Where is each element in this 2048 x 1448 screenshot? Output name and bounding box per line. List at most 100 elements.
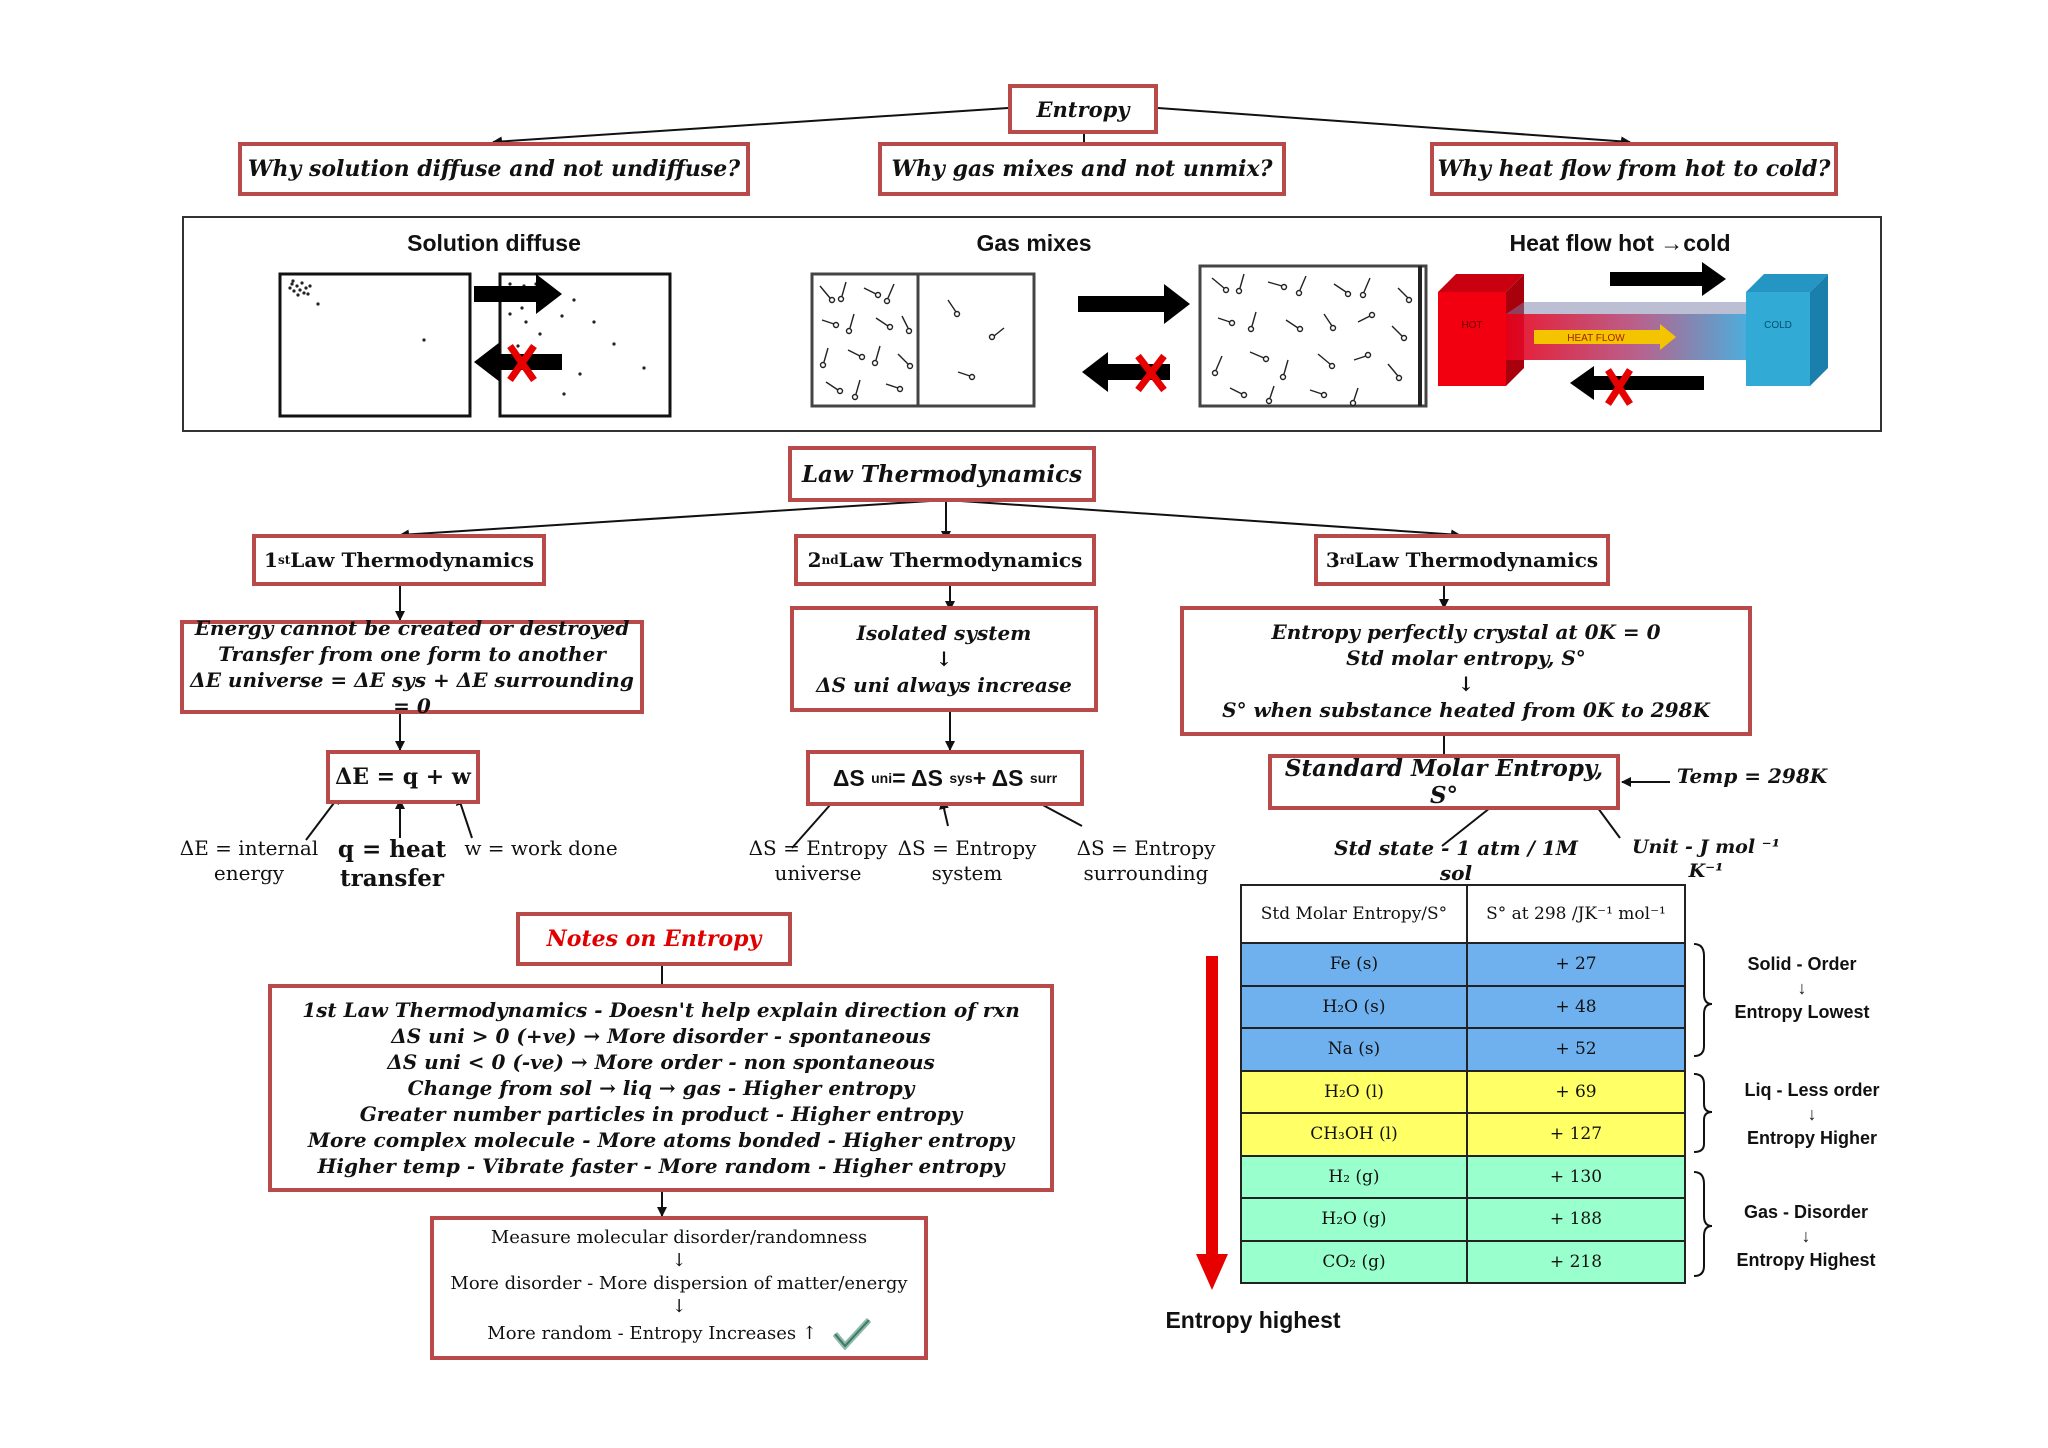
- entropy-surrounding-label: ΔS = Entropy surrounding: [1046, 836, 1246, 886]
- second-law-title: Law Thermodynamics: [838, 548, 1083, 572]
- entropy-universe-label: ΔS = Entropy universe: [718, 836, 918, 886]
- table-row: H₂ (g)+ 130: [1240, 1154, 1687, 1199]
- first-law-line-2: Transfer from one form to another: [218, 642, 606, 666]
- second-law-sup: nd: [821, 553, 839, 567]
- first-law-description: Energy cannot be created or destroyed Tr…: [180, 616, 644, 718]
- substance-cell: Fe (s): [1240, 942, 1468, 987]
- value-cell: + 69: [1465, 1069, 1687, 1114]
- value-cell: + 52: [1465, 1027, 1687, 1072]
- second-law-line-2: ΔS uni always increase: [816, 673, 1072, 697]
- notes-line-7: Higher temp - Vibrate faster - More rand…: [317, 1154, 1005, 1178]
- notes-line-4: Change from sol → liq → gas - Higher ent…: [407, 1076, 915, 1100]
- internal-energy-line-1: ΔE = internal: [179, 836, 319, 860]
- standard-molar-entropy-box: Standard Molar Entropy, S°: [1268, 754, 1620, 810]
- third-law-sup: rd: [1339, 553, 1355, 567]
- value-cell: + 127: [1465, 1112, 1687, 1157]
- third-law-line-1: Entropy perfectly crystal at 0K = 0: [1271, 620, 1661, 644]
- definition-line-3: More random - Entropy Increases ↑: [487, 1317, 871, 1351]
- diffusion-arrows: [474, 274, 562, 383]
- solid-group-label: Solid - Order ↓ Entropy Lowest: [1712, 952, 1892, 1024]
- unit-label: Unit - J mol ⁻¹ K⁻¹: [1631, 836, 1781, 882]
- solid-arrow: ↓: [1797, 978, 1807, 998]
- hot-label: HOT: [1461, 320, 1482, 331]
- substance-cell: H₂O (s): [1240, 984, 1468, 1029]
- third-law-ord: 3: [1325, 548, 1340, 572]
- notes-line-2: ΔS uni > 0 (+ve) → More disorder - spont…: [391, 1024, 931, 1048]
- entropy-universe-line-1: ΔS = Entropy: [748, 836, 888, 860]
- table-row: CO₂ (g)+ 218: [1240, 1239, 1687, 1284]
- table-row: H₂O (g)+ 188: [1240, 1197, 1687, 1242]
- first-law-title: Law Thermodynamics: [290, 548, 534, 572]
- liquid-arrow: ↓: [1807, 1104, 1817, 1124]
- panel-title-gas: Gas mixes: [976, 230, 1092, 256]
- definition-arrow-2: ↓: [671, 1296, 687, 1317]
- eq-sub-sys: sys: [949, 770, 973, 786]
- entropy-universe-line-2: universe: [774, 861, 862, 885]
- entropy-system-label: ΔS = Entropy system: [872, 836, 1062, 886]
- entropy-surrounding-line-1: ΔS = Entropy: [1076, 836, 1216, 860]
- connector: [492, 107, 1009, 147]
- entropy-system-line-1: ΔS = Entropy: [897, 836, 1037, 860]
- third-law-line-2: Std molar entropy, S°: [1346, 646, 1586, 670]
- gas-line-1: Gas - Disorder: [1743, 1202, 1869, 1222]
- value-cell: + 130: [1465, 1154, 1687, 1199]
- liquid-line-2: Entropy Higher: [1746, 1128, 1877, 1148]
- brace: [1693, 1171, 1713, 1277]
- second-law-ord: 2: [807, 548, 822, 572]
- std-state-label: Std state - 1 atm / 1M sol: [1334, 836, 1578, 885]
- gas-group-label: Gas - Disorder ↓ Entropy Highest: [1716, 1200, 1896, 1272]
- connector: [399, 499, 947, 540]
- liquid-group-label: Liq - Less order ↓ Entropy Higher: [1722, 1078, 1902, 1150]
- gas-mix-illustration: [810, 264, 1428, 408]
- entropy-root-box: Entropy: [1008, 84, 1158, 134]
- work-done-label: w = work done: [464, 836, 618, 860]
- substance-cell: CH₃OH (l): [1240, 1112, 1468, 1157]
- eq-sub-uni: uni: [871, 770, 893, 786]
- notes-box: 1st Law Thermodynamics - Doesn't help ex…: [268, 984, 1054, 1192]
- gas-arrow: ↓: [1801, 1226, 1811, 1246]
- first-law-sup: st: [277, 553, 291, 567]
- value-cell: + 188: [1465, 1197, 1687, 1242]
- entropy-definition-box: Measure molecular disorder/randomness ↓ …: [430, 1216, 928, 1360]
- substance-cell: CO₂ (g): [1240, 1239, 1468, 1284]
- cold-label: COLD: [1764, 320, 1792, 331]
- definition-line-3-text: More random - Entropy Increases ↑: [487, 1323, 817, 1344]
- notes-line-1: 1st Law Thermodynamics - Doesn't help ex…: [302, 998, 1020, 1022]
- internal-energy-label: ΔE = internal energy: [164, 836, 334, 886]
- substance-cell: H₂O (g): [1240, 1197, 1468, 1242]
- solid-line-1: Solid - Order: [1747, 954, 1857, 974]
- third-law-description: Entropy perfectly crystal at 0K = 0 Std …: [1180, 606, 1752, 736]
- brace: [1693, 1073, 1713, 1153]
- first-law-ord: 1: [264, 548, 278, 572]
- heat-flow-label: HEAT FLOW: [1567, 333, 1625, 344]
- substance-cell: H₂O (l): [1240, 1069, 1468, 1114]
- table-row: Fe (s)+ 27: [1240, 942, 1687, 987]
- third-law-arrow: ↓: [1457, 672, 1475, 696]
- table-row: Na (s)+ 52: [1240, 1027, 1687, 1072]
- table-row: H₂O (s)+ 48: [1240, 984, 1687, 1029]
- heat-flow-illustration: HOT HEAT FLOW COLD: [1438, 262, 1828, 406]
- notes-line-5: Greater number particles in product - Hi…: [359, 1102, 963, 1126]
- second-law-description: Isolated system ↓ ΔS uni always increase: [790, 606, 1098, 712]
- table-header-substance: Std Molar Entropy/S°: [1240, 884, 1468, 944]
- standard-molar-entropy-table: Std Molar Entropy/S° S° at 298 /JK⁻¹ mol…: [1240, 884, 1687, 1284]
- question-diffuse-box: Why solution diffuse and not undiffuse?: [238, 142, 750, 196]
- table-header-value: S° at 298 /JK⁻¹ mol⁻¹: [1465, 884, 1687, 944]
- gas-line-2: Entropy Highest: [1736, 1250, 1876, 1270]
- table-row: CH₃OH (l)+ 127: [1240, 1112, 1687, 1157]
- solid-line-2: Entropy Lowest: [1734, 1002, 1870, 1022]
- notes-line-6: More complex molecule - More atoms bonde…: [307, 1128, 1015, 1152]
- first-law-equation: ΔE = q + w: [326, 750, 480, 804]
- heat-transfer-label: q = heat transfer: [334, 836, 450, 894]
- notes-title-box: Notes on Entropy: [516, 912, 792, 966]
- brace: [1693, 943, 1713, 1057]
- second-law-arrow: ↓: [935, 647, 953, 671]
- eq-ds-3: + ΔS: [972, 764, 1024, 791]
- entropy-system-line-2: system: [931, 861, 1003, 885]
- internal-energy-line-2: energy: [213, 861, 285, 885]
- panel-title-heat: Heat flow hot →cold: [1509, 230, 1731, 256]
- first-law-line-1: Energy cannot be created or destroyed: [194, 616, 630, 640]
- checkmark-icon: [832, 1317, 871, 1351]
